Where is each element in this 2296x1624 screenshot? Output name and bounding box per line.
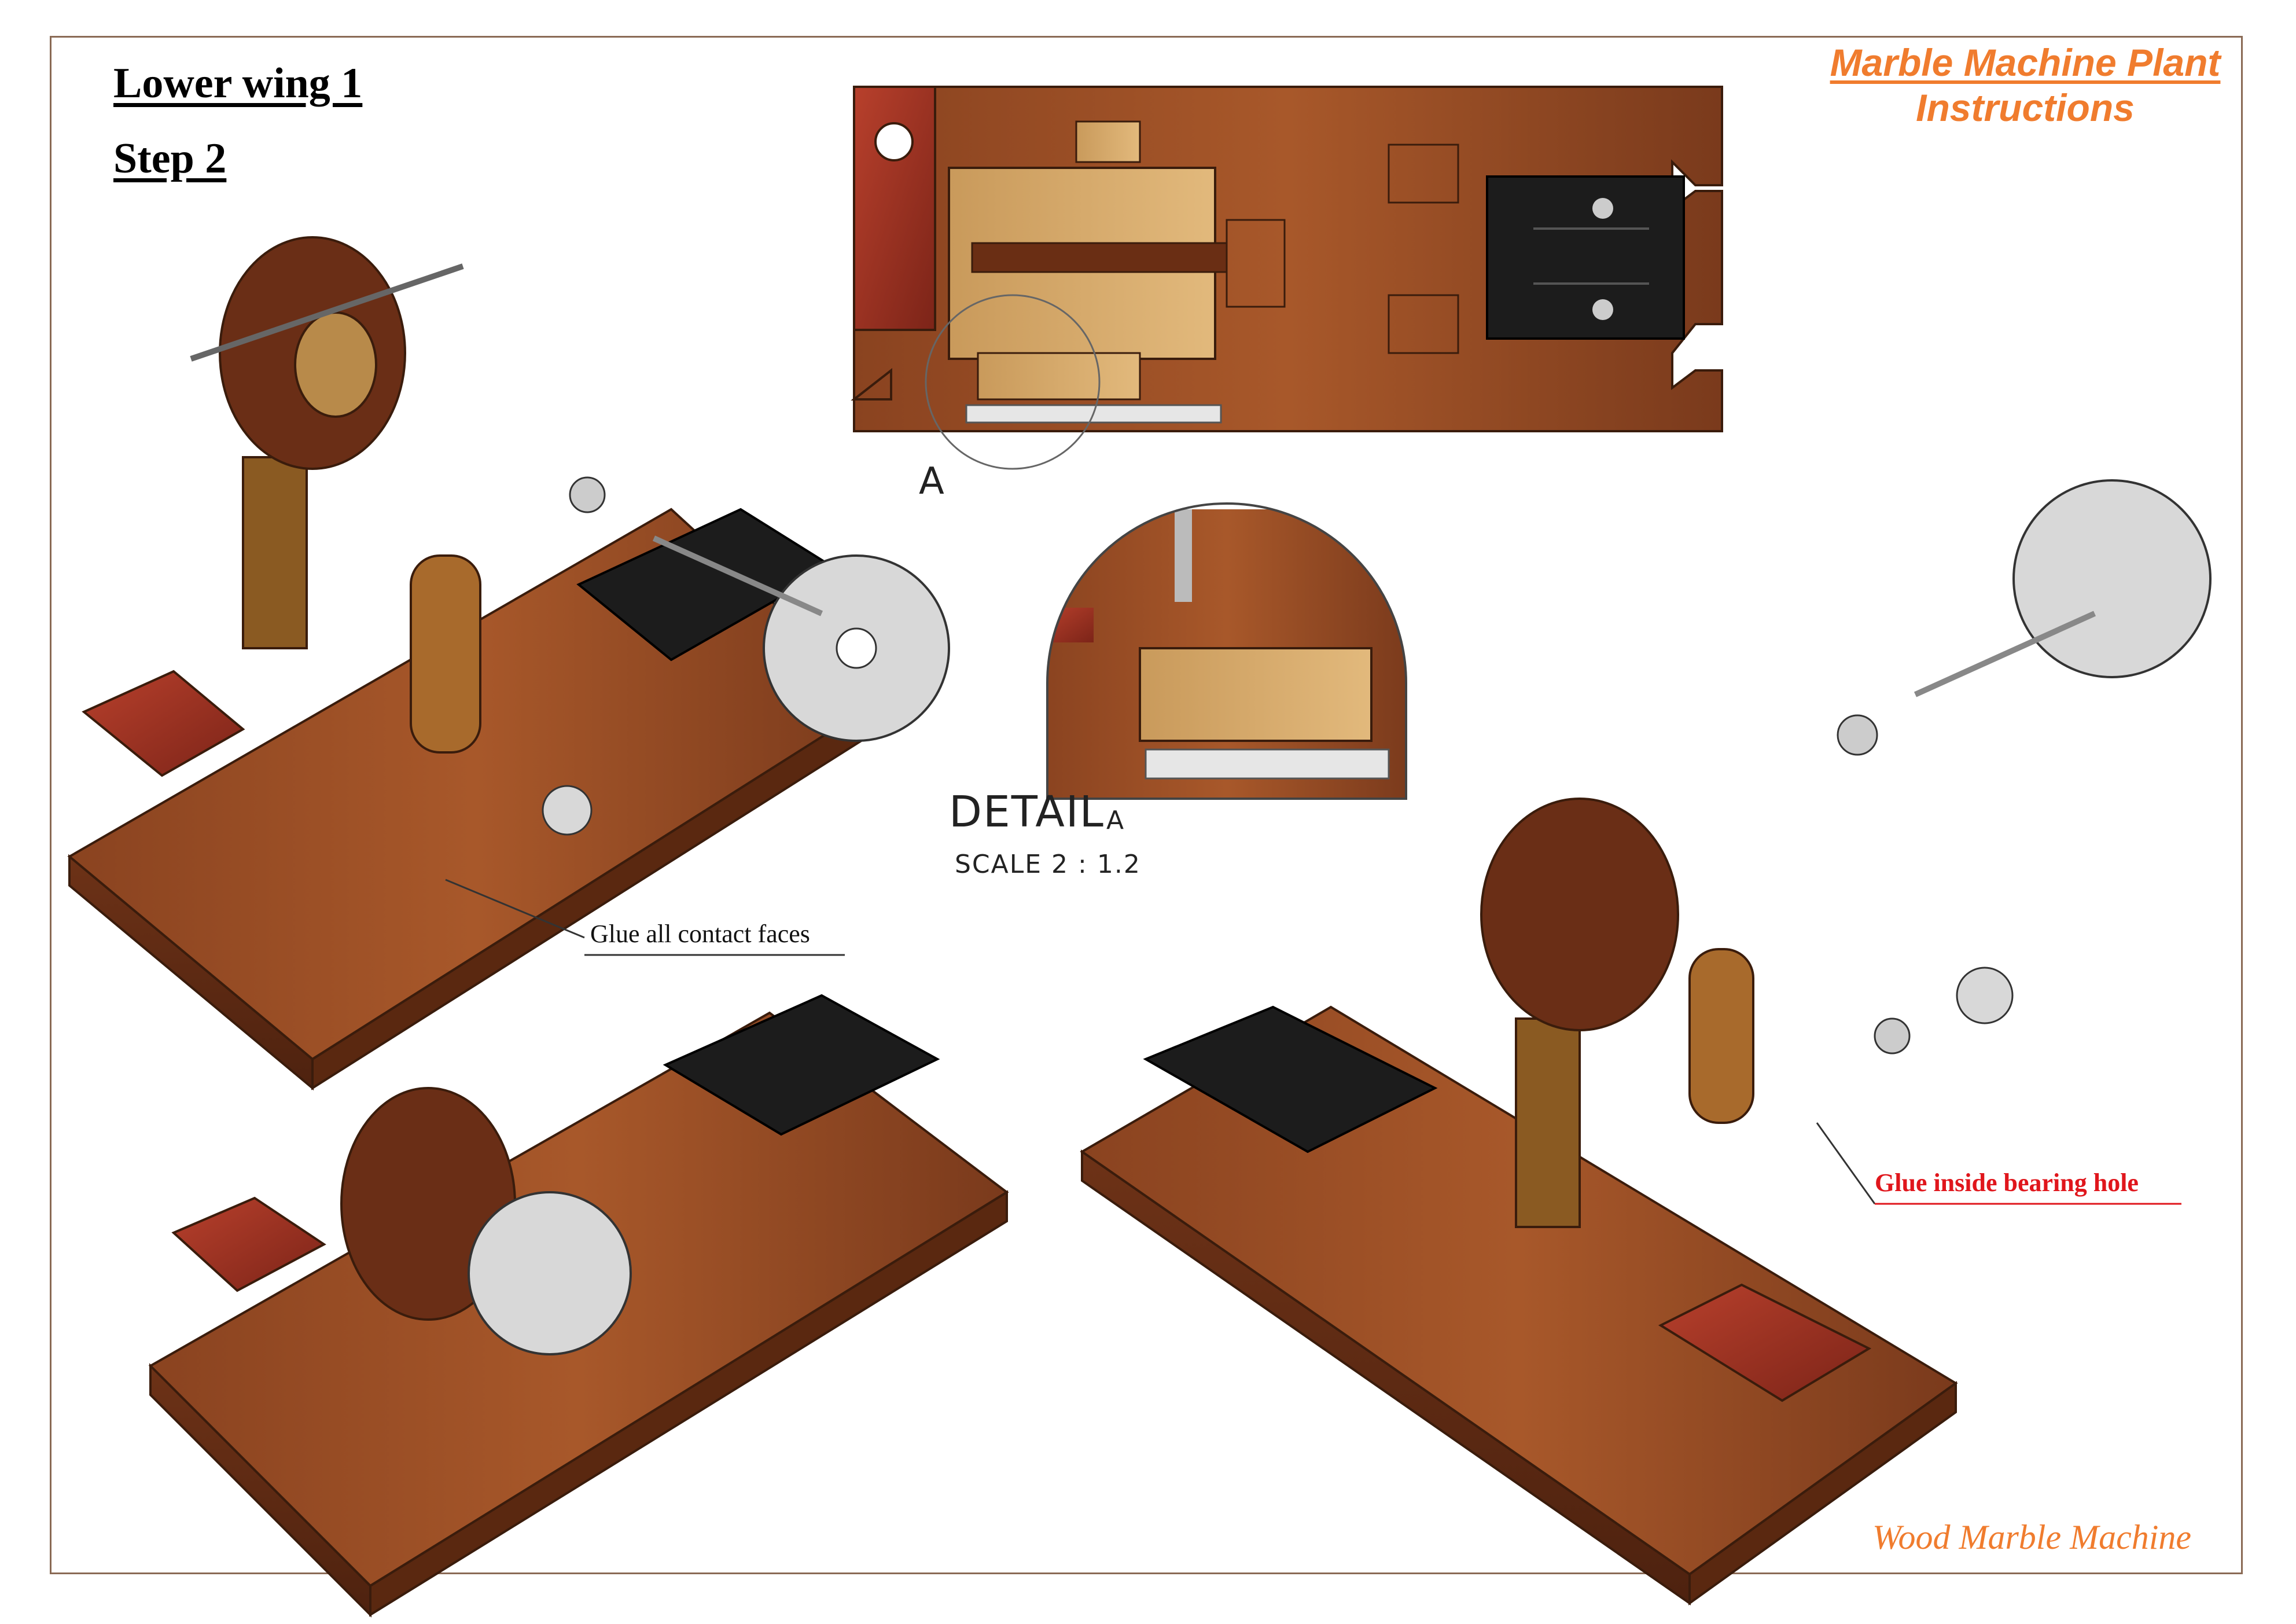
brand-title: Marble Machine Plant xyxy=(1830,41,2221,84)
leader-line xyxy=(1816,1122,1876,1204)
detail-letter: A xyxy=(1106,806,1124,835)
callout-glue-bearing-hole: Glue inside bearing hole xyxy=(1875,1169,2139,1197)
detail-view xyxy=(1046,502,1407,800)
assembled-view-left xyxy=(148,994,1009,1618)
detail-scale: SCALE 2 : 1.2 xyxy=(955,850,1141,879)
top-view xyxy=(851,86,1723,470)
step-title: Step 2 xyxy=(113,135,227,182)
detail-marker: A xyxy=(919,460,944,503)
brand-subtitle: Instructions xyxy=(1916,86,2135,129)
drawing-frame xyxy=(50,36,2243,1574)
footer-text: Wood Marble Machine xyxy=(1872,1518,2192,1556)
leader-line xyxy=(445,879,585,939)
section-title: Lower wing 1 xyxy=(113,60,363,107)
exploded-view-main xyxy=(67,236,950,1091)
exploded-view-right xyxy=(1080,479,2212,1605)
detail-label: DETAIL xyxy=(949,787,1105,837)
callout-glue-contact-faces: Glue all contact faces xyxy=(590,920,810,948)
